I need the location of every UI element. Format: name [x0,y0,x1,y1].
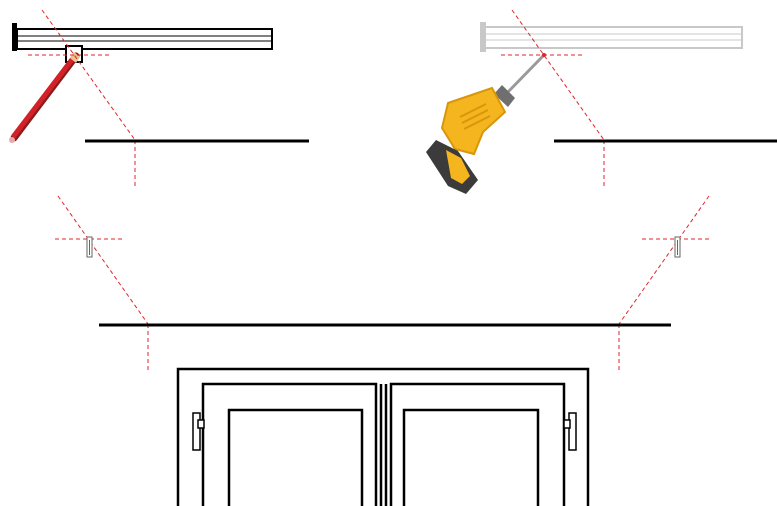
guide-lines-step1 [28,9,136,186]
curtain-rail-held [12,23,273,63]
pencil-icon [9,52,80,143]
curtain-rail-faded [480,22,743,52]
guide-lines-step2 [501,9,605,186]
window-handle-right [563,412,577,451]
window-frame [176,367,590,506]
drill-icon [426,53,546,194]
window-handle-left [192,412,205,451]
wall-plug-icon-left [86,236,93,258]
wall-plug-icon-right [674,236,681,258]
guide-lines-step3 [55,195,712,370]
